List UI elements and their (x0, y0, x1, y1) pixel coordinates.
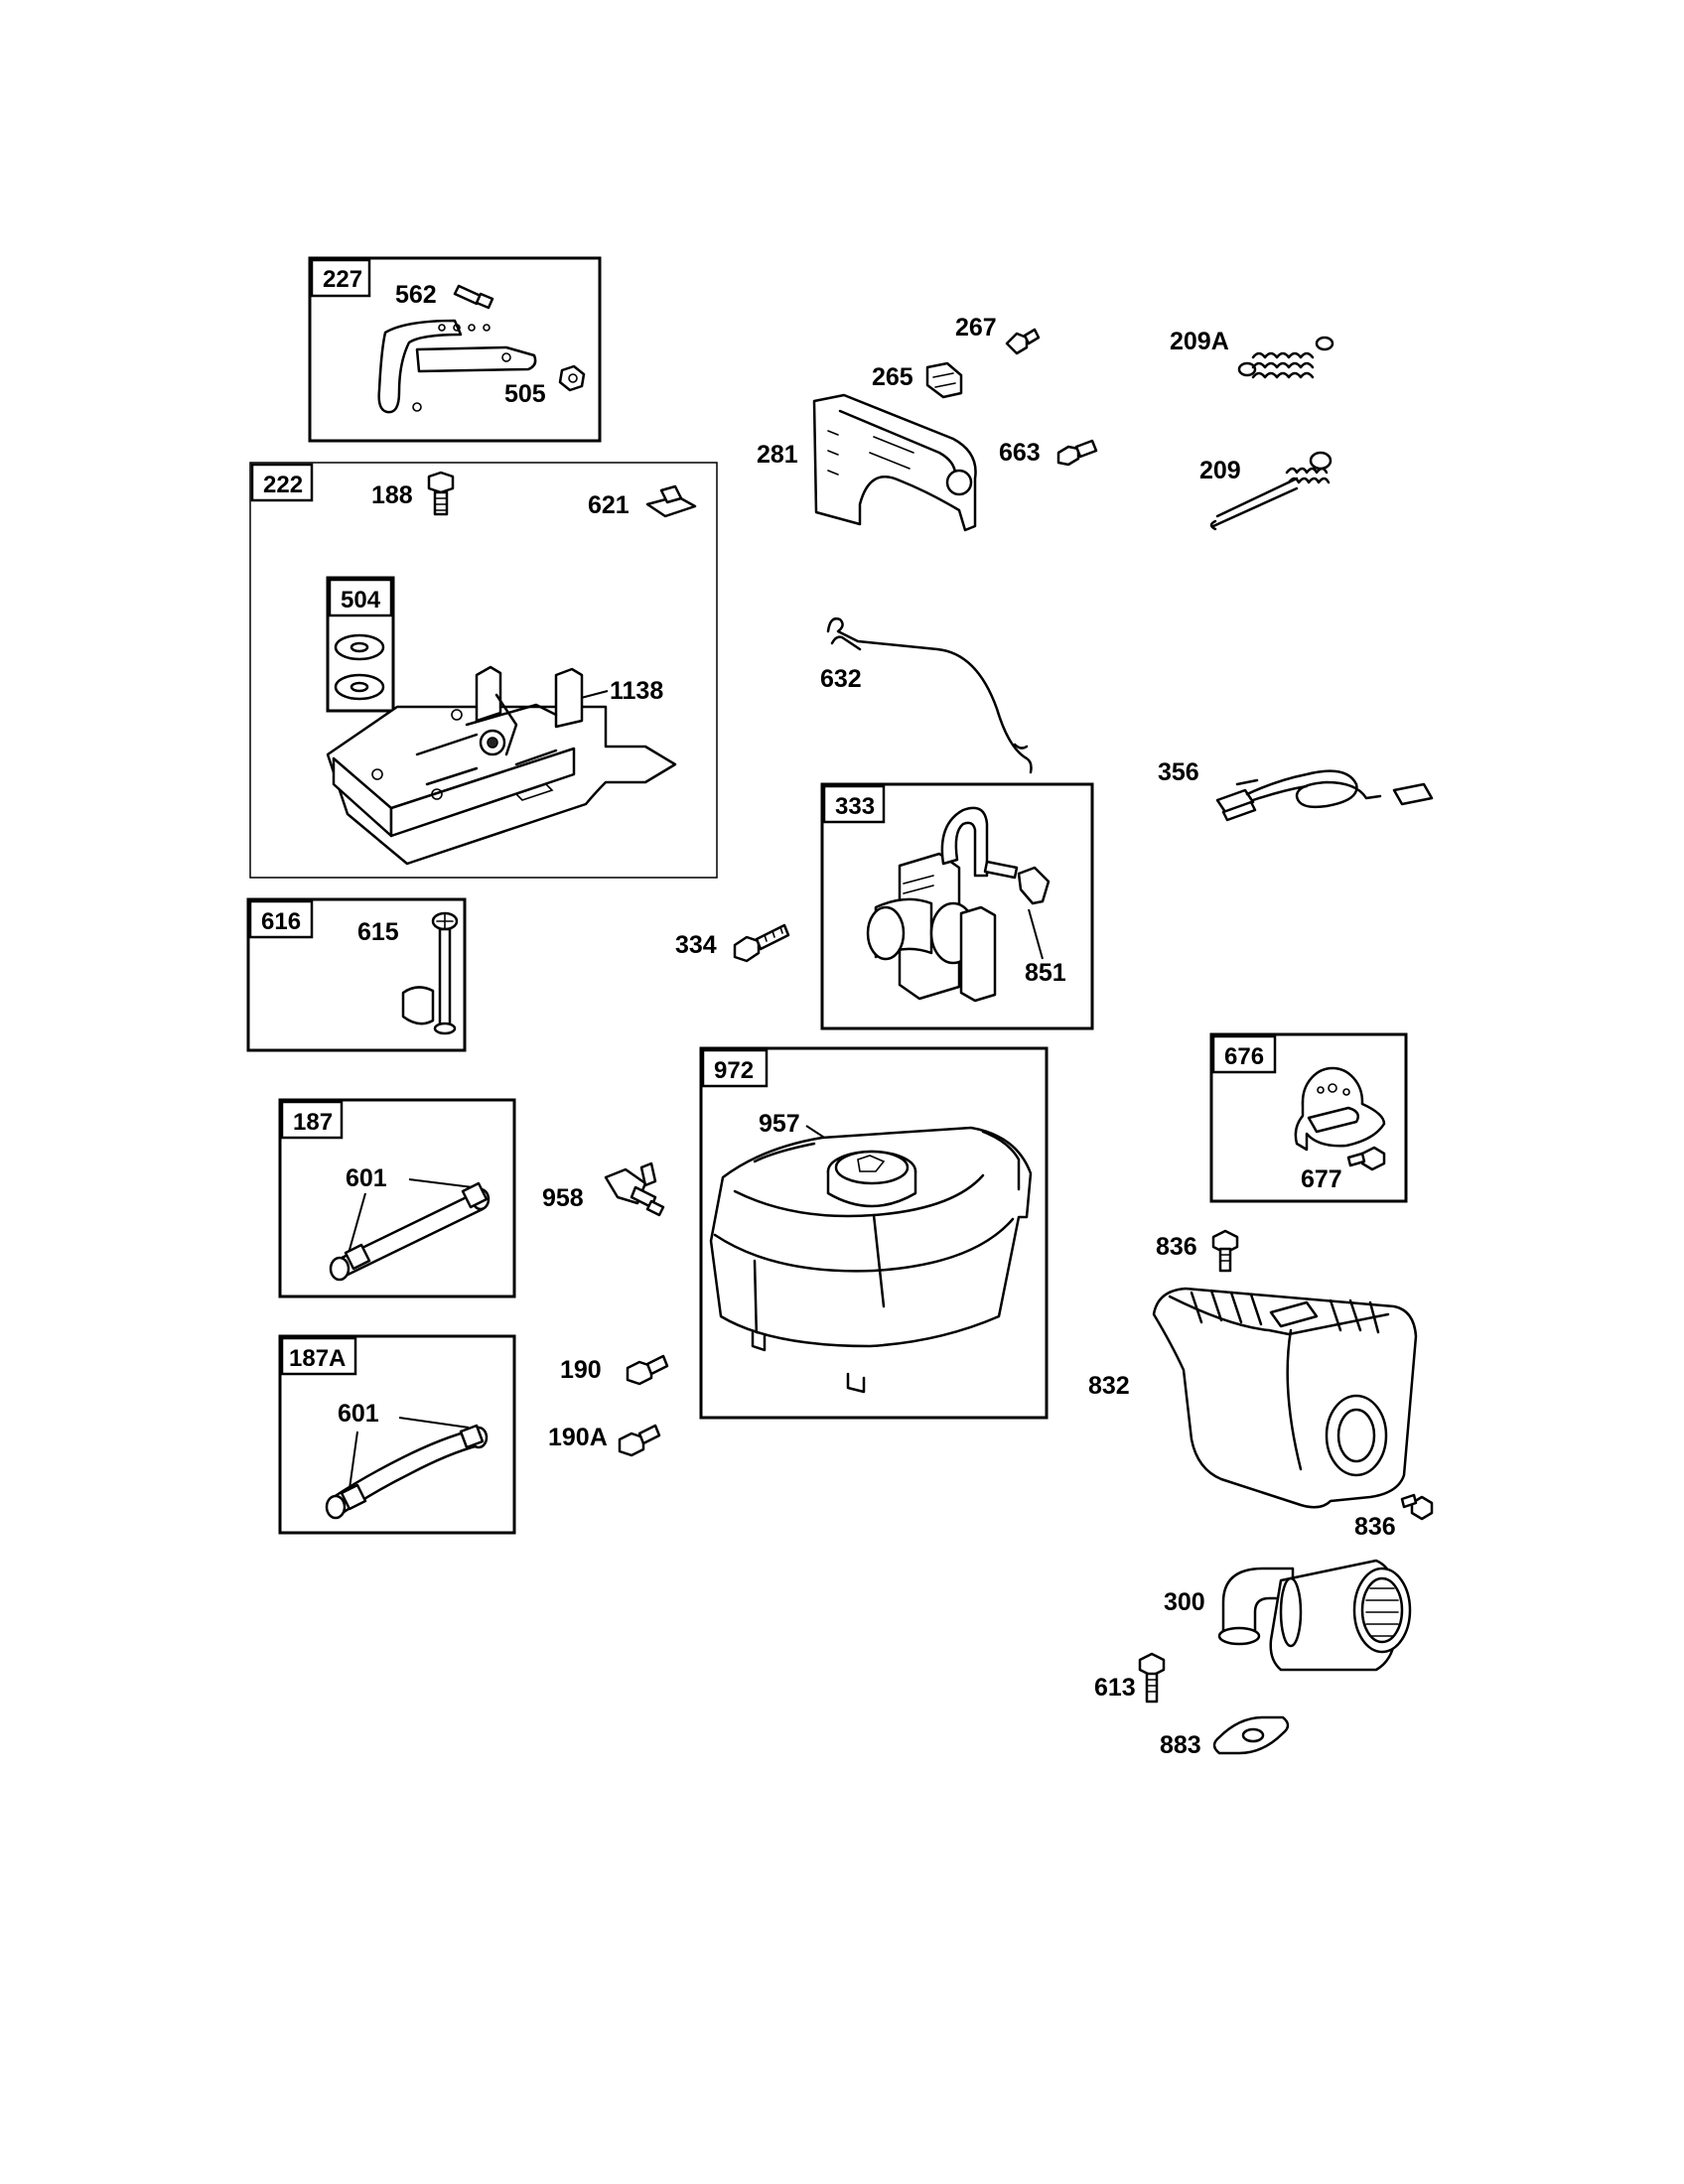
washer-504-icon (334, 633, 385, 701)
group-616-tag: 616 (261, 908, 301, 935)
screw-836-upper-icon (1211, 1229, 1239, 1273)
group-222: 222 188 621 504 1138 (249, 462, 718, 879)
part-883-label: 883 (1160, 1731, 1201, 1759)
group-187: 187 601 (278, 1098, 516, 1298)
bracket-281-icon (812, 393, 977, 532)
part-334-label: 334 (675, 931, 717, 959)
part-957-label: 957 (759, 1110, 800, 1138)
group-676: 676 677 (1209, 1032, 1408, 1203)
spring-209-icon (1209, 451, 1333, 531)
fuel-valve-958-icon (604, 1161, 665, 1217)
bolt-267-icon (1005, 328, 1041, 355)
group-227: 227 562 505 (308, 256, 602, 443)
part-267-label: 267 (955, 314, 997, 341)
bolt-663-icon (1056, 439, 1098, 467)
part-281-label: 281 (757, 441, 798, 469)
part-190-label: 190 (560, 1356, 602, 1384)
part-190a-label: 190A (548, 1424, 608, 1451)
screw-836-lower-icon (1400, 1493, 1434, 1521)
screw-677-icon (1346, 1146, 1386, 1171)
part-851-label: 851 (1025, 959, 1066, 987)
group-187a-tag: 187A (289, 1345, 346, 1372)
clip-265-icon (925, 361, 963, 399)
part-209a: 209A (1170, 328, 1334, 379)
part-832-label: 832 (1088, 1372, 1130, 1400)
bolt-562-icon (453, 284, 494, 310)
bolt-188-icon (427, 471, 455, 516)
group-187a: 187A 601 (278, 1334, 516, 1535)
part-209: 209 (1199, 451, 1333, 531)
group-616: 616 615 (246, 897, 467, 1052)
part-958: 958 (542, 1161, 665, 1217)
fuel-line-187a-icon (325, 1424, 489, 1520)
control-bracket-icon (326, 665, 677, 866)
governor-lever-icon (377, 319, 537, 414)
part-505-label: 505 (504, 380, 546, 408)
part-663: 663 (999, 439, 1098, 467)
bolt-613-icon (1138, 1652, 1166, 1704)
part-267: 267 (955, 314, 1041, 355)
part-1138-label: 1138 (610, 677, 663, 705)
part-281: 281 (757, 393, 977, 532)
group-227-tag: 227 (323, 266, 362, 293)
group-333-tag: 333 (835, 793, 875, 820)
part-836-label-lower: 836 (1354, 1513, 1396, 1541)
part-677-label: 677 (1301, 1165, 1342, 1193)
fuel-line-187-icon (329, 1181, 491, 1282)
part-613-label: 613 (1094, 1674, 1136, 1702)
part-613: 613 (1094, 1652, 1166, 1704)
part-209-label: 209 (1199, 457, 1241, 484)
part-265-label: 265 (872, 363, 913, 391)
part-190a: 190A (548, 1424, 661, 1457)
part-300: 300 (1164, 1559, 1412, 1672)
part-632: 632 (820, 617, 1033, 774)
bolt-334-icon (733, 923, 790, 963)
part-601-label-b: 601 (338, 1400, 379, 1428)
part-190: 190 (560, 1354, 669, 1386)
part-300-label: 300 (1164, 1588, 1205, 1616)
ignition-coil-333-icon (866, 806, 1051, 1003)
air-cleaner-base-832-icon (1152, 1287, 1418, 1509)
part-836-upper: 836 (1156, 1229, 1239, 1273)
part-836-lower: 836 (1354, 1493, 1434, 1541)
group-504-tag: 504 (341, 587, 381, 614)
air-cleaner-cover-676-icon (1294, 1066, 1386, 1152)
part-356-label: 356 (1158, 758, 1199, 786)
group-222-tag: 222 (263, 472, 303, 498)
part-836-label-upper: 836 (1156, 1233, 1197, 1261)
group-333: 333 851 (820, 782, 1094, 1030)
part-621-label: 621 (588, 491, 630, 519)
group-676-tag: 676 (1224, 1043, 1264, 1070)
part-601-label-a: 601 (346, 1164, 387, 1192)
part-209a-label: 209A (1170, 328, 1229, 355)
group-972-tag: 972 (714, 1057, 754, 1084)
part-334: 334 (675, 923, 790, 963)
part-883: 883 (1160, 1715, 1290, 1759)
part-188-label: 188 (371, 481, 413, 509)
bolt-190a-icon (618, 1424, 661, 1457)
gasket-883-icon (1212, 1715, 1290, 1755)
part-265: 265 (872, 361, 963, 399)
link-wire-632-icon (826, 617, 1033, 774)
group-972: 972 957 (699, 1046, 1049, 1420)
part-958-label: 958 (542, 1184, 584, 1212)
spring-209a-icon (1237, 336, 1334, 379)
nut-505-icon (558, 364, 586, 392)
part-832: 832 (1088, 1287, 1418, 1509)
part-663-label: 663 (999, 439, 1041, 467)
part-632-label: 632 (820, 665, 862, 693)
part-356: 356 (1158, 758, 1434, 822)
clip-621-icon (645, 484, 697, 518)
bolt-190-icon (626, 1354, 669, 1386)
group-187-tag: 187 (293, 1109, 333, 1136)
fuel-tank-972-icon (709, 1126, 1033, 1394)
wire-harness-356-icon (1215, 769, 1434, 822)
part-562-label: 562 (395, 281, 437, 309)
part-615-label: 615 (357, 918, 399, 946)
muffler-300-icon (1217, 1559, 1412, 1672)
shaft-615-icon (401, 911, 459, 1035)
